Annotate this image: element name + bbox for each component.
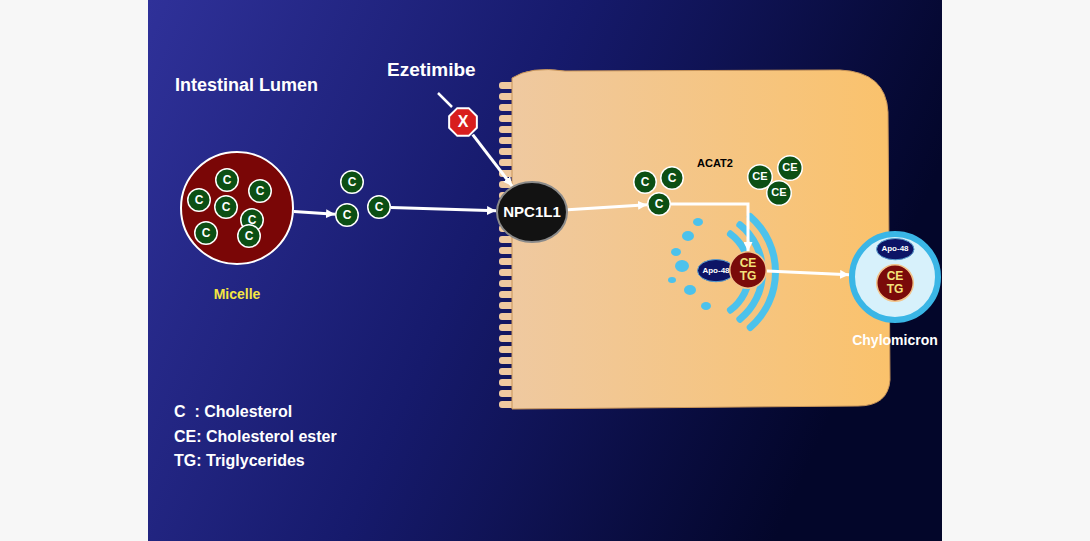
cholesterol-circle: C [194, 221, 218, 245]
ellipse-outline [216, 169, 239, 192]
ellipse-outline [767, 181, 792, 206]
flow-arrow [671, 204, 748, 251]
shape-text: C [222, 201, 231, 214]
chylomicron-circle: ChylomicronApo-48CE TG [849, 231, 941, 323]
ellipse-outline [661, 167, 684, 190]
shape-text: CE [782, 162, 797, 174]
lipid-core-circle: CE TG [876, 264, 914, 302]
ellipse-outline [249, 180, 272, 203]
ellipse-outline [852, 234, 938, 320]
ezetimibe-leader [438, 93, 452, 107]
shape-text: Apo-48 [702, 267, 729, 275]
shape-text: C [655, 198, 664, 211]
shape-text: X [458, 114, 469, 131]
shape-text: C [343, 209, 352, 222]
micelle-circle: MicelleCCCCCCC [180, 151, 294, 265]
shape-text: NPC1L1 [503, 204, 561, 220]
ellipse-outline [648, 193, 671, 216]
cholesterol-circle: C [237, 224, 261, 248]
shape-text: CE TG [740, 257, 757, 282]
cholesterol-circle: C [248, 179, 272, 203]
flow-arrow [473, 135, 512, 186]
ellipse-outline [341, 171, 364, 194]
flow-arrow [391, 207, 496, 210]
cholesterol-circle: C [215, 168, 239, 192]
vesicle [668, 277, 676, 283]
vesicle [693, 218, 703, 226]
flow-arrow [294, 212, 335, 215]
shape-text: C [195, 194, 204, 207]
vesicle [671, 248, 681, 256]
ellipse-outline [730, 252, 767, 289]
enterocyte-cell [512, 70, 890, 409]
shape-text: C [256, 185, 265, 198]
shape-text: CE [752, 171, 767, 183]
ellipse-outline [238, 225, 261, 248]
golgi-er [668, 213, 779, 331]
ellipse-outline [336, 204, 359, 227]
shape-caption: Chylomicron [852, 333, 938, 348]
ellipse-outline [877, 265, 914, 302]
shape-text: C [668, 172, 677, 185]
ellipse-outline [215, 196, 238, 219]
ellipse-outline [697, 260, 734, 282]
ellipse-outline [188, 189, 211, 212]
drug-label: Ezetimibe [387, 60, 476, 81]
vesicle [675, 260, 689, 272]
shape-text: C [223, 174, 232, 187]
ellipse-outline [876, 238, 914, 259]
key-line: TG: Triglycerides [174, 452, 305, 470]
cholesterol-circle: C [660, 166, 684, 190]
key-line: C : Cholesterol [174, 403, 292, 421]
cholesterol-circle: C [647, 192, 671, 216]
cholesterol-circle: C [214, 195, 238, 219]
vesicle [701, 302, 711, 310]
shape-text: C [348, 176, 357, 189]
cholesterol-circle: C [335, 203, 359, 227]
shape-text: CE [771, 187, 786, 199]
section-label: Intestinal Lumen [175, 76, 318, 96]
flow-arrow [767, 271, 849, 275]
block-octagon: X [447, 106, 479, 138]
shape-text: CE TG [887, 270, 904, 295]
enzyme-label: ACAT2 [697, 157, 733, 169]
cholesterol-circle: C [187, 188, 211, 212]
ester-circle: CE [777, 155, 803, 181]
shape-text: C [375, 201, 384, 214]
transporter-ellipse: NPC1L1 [496, 181, 568, 243]
ellipse-outline [634, 171, 657, 194]
flow-arrow [568, 205, 647, 210]
cholesterol-circle: C [633, 170, 657, 194]
shape-text: C [641, 176, 650, 189]
shape-text: C [245, 230, 254, 243]
ellipse-outline [778, 156, 803, 181]
key-line: CE: Cholesterol ester [174, 428, 337, 446]
shape-caption: Micelle [214, 287, 261, 302]
shape-text: C [202, 227, 211, 240]
cholesterol-circle: C [340, 170, 364, 194]
ellipse-outline [195, 222, 218, 245]
lipid-core-circle: CE TG [729, 251, 767, 289]
ellipse-outline [497, 182, 567, 242]
vesicle [684, 285, 696, 295]
slide-panel [148, 0, 942, 541]
ester-circle: CE [766, 180, 792, 206]
octagon-outline [449, 108, 477, 136]
ellipse-outline [181, 152, 293, 264]
cholesterol-circle: C [367, 195, 391, 219]
vesicle [682, 231, 694, 241]
shape-text: Apo-48 [881, 245, 908, 253]
apoprotein-ellipse: Apo-48 [876, 238, 915, 260]
ellipse-outline [368, 196, 391, 219]
